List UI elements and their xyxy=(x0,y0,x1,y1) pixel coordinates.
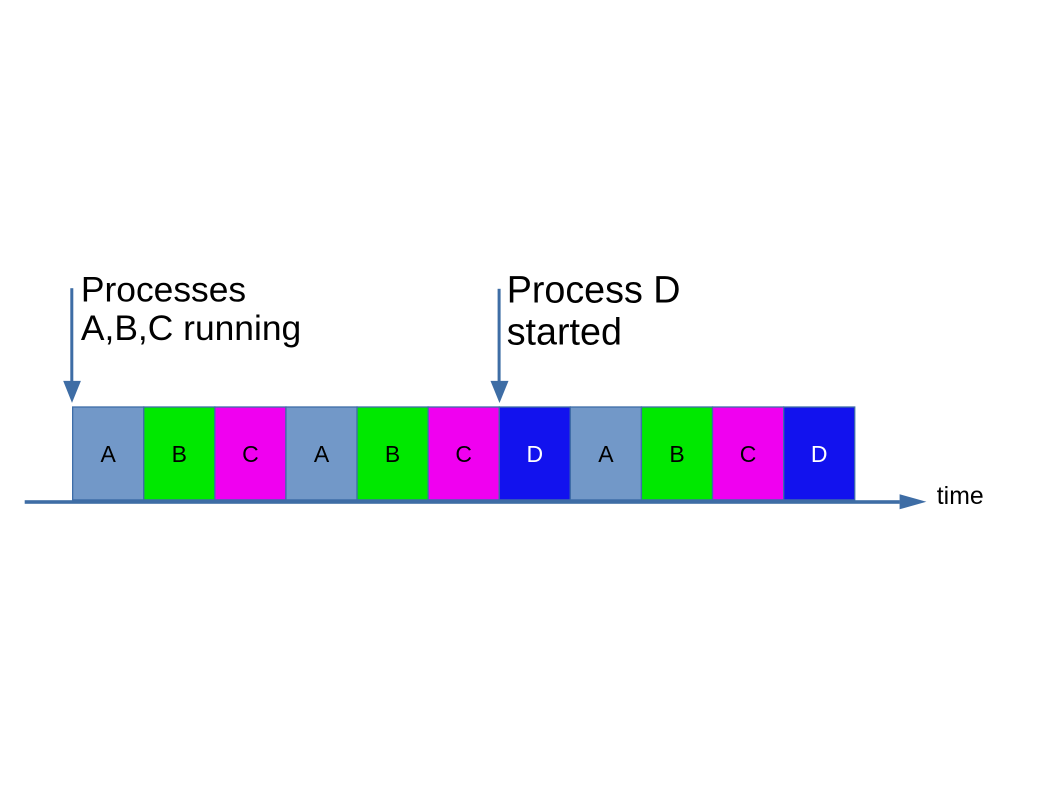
svg-text:A: A xyxy=(101,441,117,467)
svg-text:D: D xyxy=(526,441,543,467)
svg-text:C: C xyxy=(740,441,757,467)
svg-text:A: A xyxy=(314,441,330,467)
svg-text:B: B xyxy=(385,441,400,467)
svg-text:Process D: Process D xyxy=(507,268,681,310)
svg-text:started: started xyxy=(507,311,622,353)
svg-text:B: B xyxy=(669,441,684,467)
svg-text:Processes: Processes xyxy=(81,269,246,309)
svg-text:A,B,C running: A,B,C running xyxy=(81,308,301,348)
svg-text:B: B xyxy=(172,441,187,467)
svg-text:C: C xyxy=(455,441,472,467)
svg-text:time: time xyxy=(937,483,984,510)
svg-text:D: D xyxy=(811,441,828,467)
svg-text:C: C xyxy=(242,441,259,467)
svg-text:A: A xyxy=(598,441,614,467)
